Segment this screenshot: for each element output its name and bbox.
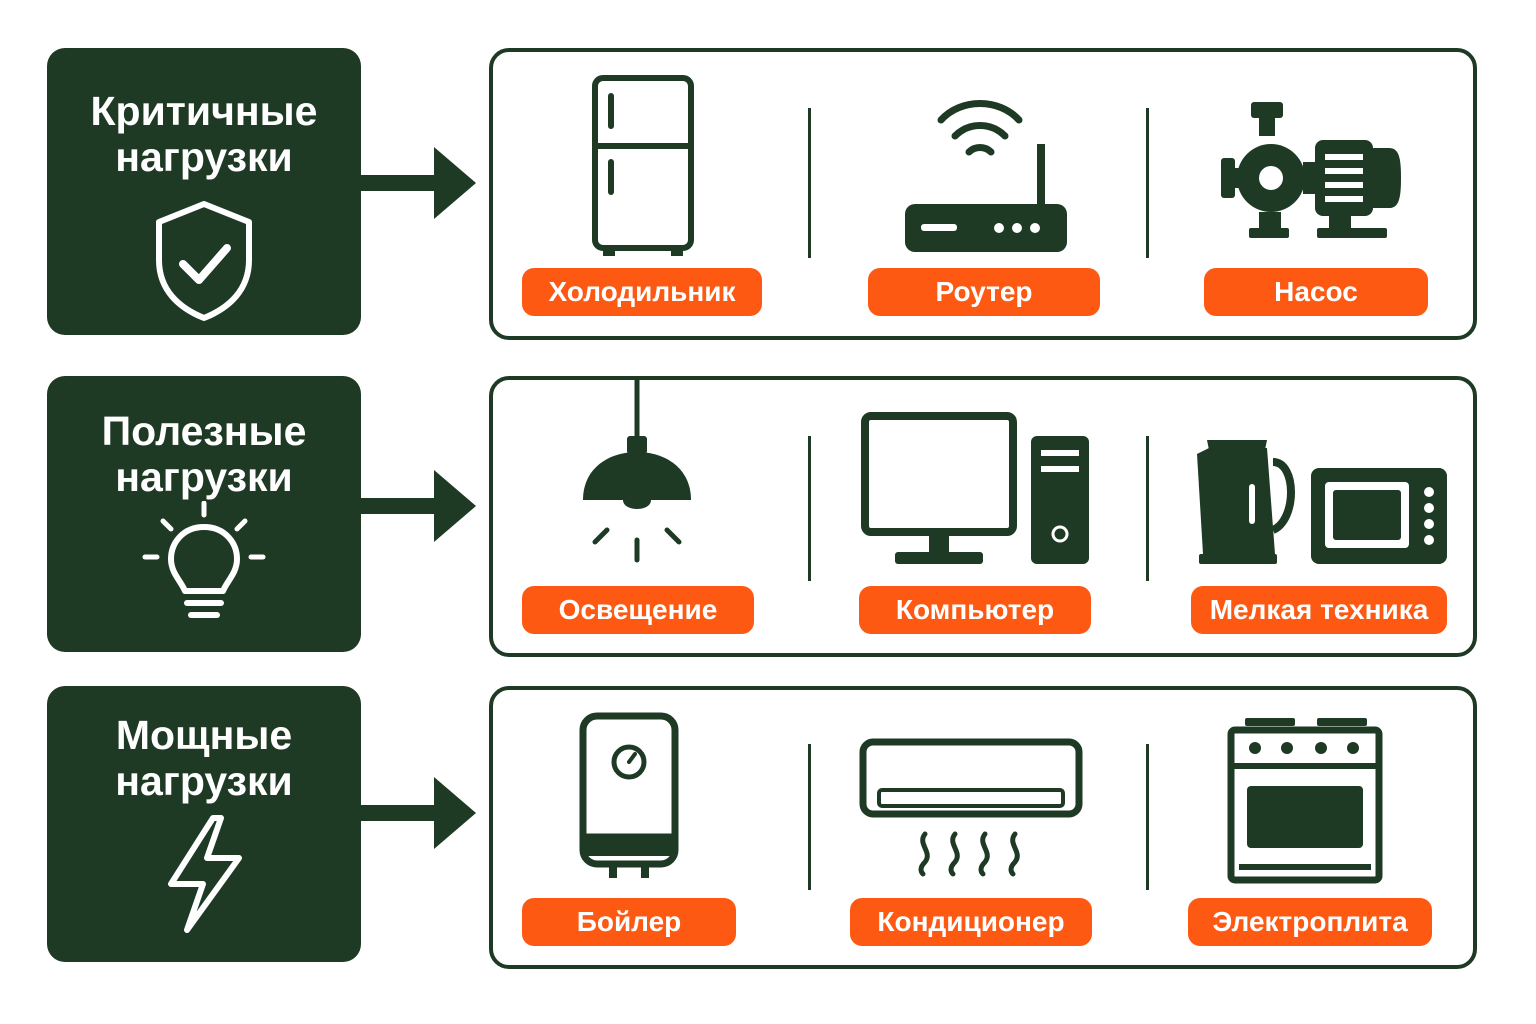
category-powerful: Мощные нагрузки [47, 686, 361, 962]
air-conditioner-icon [859, 738, 1083, 877]
arrow-icon [360, 777, 476, 849]
panel-powerful-loads: Бойлер Кондиционер Электроплита [489, 686, 1477, 969]
divider [1146, 108, 1149, 258]
category-useful: Полезные нагрузки [47, 376, 361, 652]
category-critical: Критичные нагрузки [47, 48, 361, 335]
refrigerator-icon [592, 75, 694, 256]
item-label: Компьютер [859, 586, 1091, 634]
divider [808, 108, 811, 258]
item-small-appliances: Мелкая техника [1149, 380, 1481, 661]
pendant-lamp-icon [583, 380, 691, 563]
shield-check-icon [156, 201, 252, 321]
lightning-bolt-icon [168, 815, 242, 933]
pump-icon [1221, 102, 1401, 238]
arrow-icon [360, 470, 476, 542]
arrow-icon [360, 147, 476, 219]
item-refrigerator: Холодильник [493, 52, 808, 344]
item-label: Холодильник [522, 268, 762, 316]
item-label: Кондиционер [850, 898, 1092, 946]
panel-critical-loads: Холодильник Роутер [489, 48, 1477, 340]
item-pump: Насос [1149, 52, 1481, 344]
lightbulb-icon [142, 501, 266, 618]
router-icon [905, 100, 1067, 252]
divider [1146, 436, 1149, 581]
divider [808, 436, 811, 581]
category-title: Критичные нагрузки [90, 88, 318, 180]
kettle-microwave-icon [1197, 440, 1447, 564]
item-electric-stove: Электроплита [1149, 690, 1481, 973]
category-title: Мощные нагрузки [115, 712, 293, 804]
divider [808, 744, 811, 890]
category-title: Полезные нагрузки [101, 408, 307, 500]
item-label: Электроплита [1188, 898, 1432, 946]
item-label: Мелкая техника [1191, 586, 1447, 634]
water-heater-icon [579, 712, 679, 878]
item-air-conditioner: Кондиционер [811, 690, 1146, 973]
item-label: Освещение [522, 586, 754, 634]
electric-stove-icon [1227, 718, 1383, 884]
item-boiler: Бойлер [493, 690, 808, 973]
item-lighting: Освещение [493, 380, 808, 661]
desktop-computer-icon [861, 412, 1089, 564]
item-label: Роутер [868, 268, 1100, 316]
item-computer: Компьютер [811, 380, 1146, 661]
item-label: Насос [1204, 268, 1428, 316]
panel-useful-loads: Освещение Компьютер Мелка [489, 376, 1477, 657]
divider [1146, 744, 1149, 890]
item-router: Роутер [811, 52, 1146, 344]
item-label: Бойлер [522, 898, 736, 946]
